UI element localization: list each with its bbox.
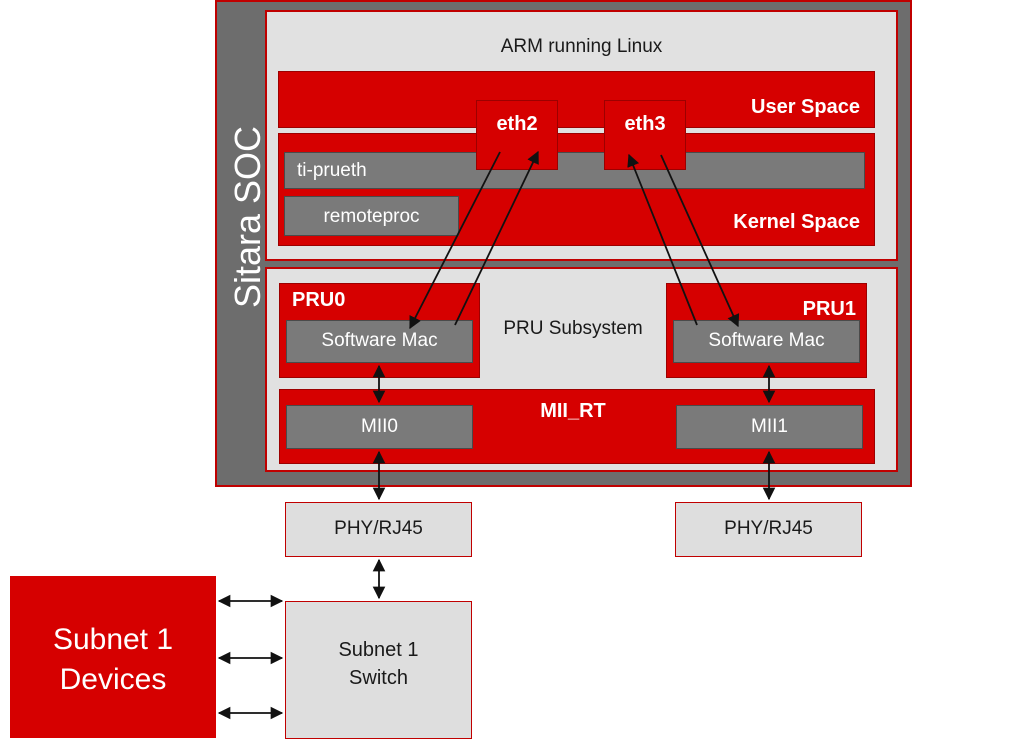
pru-subsystem-label: PRU Subsystem bbox=[503, 318, 643, 339]
phy-rj45-port-1-label: PHY/RJ45 bbox=[724, 518, 813, 539]
subnet-switch-block bbox=[285, 601, 472, 739]
arrow-eth3-to-pru1 bbox=[660, 154, 740, 328]
pru1-label: PRU1 bbox=[802, 298, 856, 320]
ti-prueth-label: ti-prueth bbox=[297, 160, 367, 181]
user-space-label: User Space bbox=[751, 96, 860, 118]
subnet-devices-label: Subnet 1 Devices bbox=[52, 623, 174, 696]
remoteproc-label: remoteproc bbox=[323, 206, 420, 227]
phy-rj45-port-0-label: PHY/RJ45 bbox=[334, 518, 423, 539]
pru0-label: PRU0 bbox=[292, 289, 346, 311]
eth3-label: eth3 bbox=[624, 113, 666, 135]
arrow-eth2-to-pru0 bbox=[409, 151, 501, 330]
mii-rt-label: MII_RT bbox=[540, 400, 606, 422]
arrow-pru1-to-eth3 bbox=[627, 153, 698, 326]
subnet-devices-block bbox=[10, 576, 216, 738]
pru0-software-mac-label: Software Mac bbox=[321, 330, 438, 351]
ti-prueth-block bbox=[284, 152, 865, 189]
eth2-interface bbox=[476, 100, 558, 170]
mii0-label: MII0 bbox=[361, 416, 398, 437]
phy-rj45-port-1 bbox=[675, 502, 862, 557]
eth2-label: eth2 bbox=[496, 113, 538, 135]
remoteproc-block bbox=[284, 196, 459, 236]
kernel-space-label: Kernel Space bbox=[733, 211, 860, 233]
phy-rj45-port-0 bbox=[285, 502, 472, 557]
mii1-block bbox=[676, 405, 863, 449]
kernel-space-block bbox=[278, 133, 875, 246]
eth3-interface bbox=[604, 100, 686, 170]
mii0-block bbox=[286, 405, 473, 449]
subnet-switch-label: Subnet 1 Switch bbox=[338, 639, 419, 689]
pru0-software-mac bbox=[286, 320, 473, 363]
pru1-software-mac bbox=[673, 320, 860, 363]
mii1-label: MII1 bbox=[751, 416, 788, 437]
arrow-pru0-to-eth2 bbox=[454, 150, 539, 326]
user-space-block bbox=[278, 71, 875, 128]
pru1-software-mac-label: Software Mac bbox=[708, 330, 825, 351]
arm-linux-label: ARM running Linux bbox=[500, 36, 663, 57]
